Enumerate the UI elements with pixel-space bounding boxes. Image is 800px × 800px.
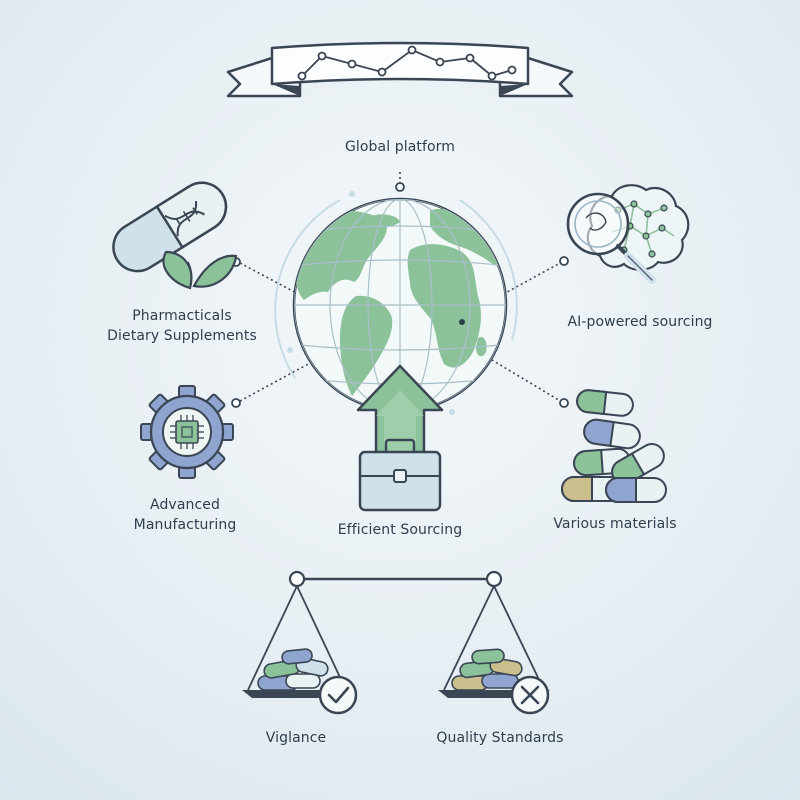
globe-icon (274, 191, 518, 415)
label-pharmaceuticals: Pharmacticals (132, 308, 232, 324)
label-vigilance: Viglance (265, 730, 327, 746)
label-quality-standards: Quality Standards (436, 730, 564, 746)
capsule-stack-icon (561, 389, 667, 503)
label-ai-sourcing: AI-powered sourcing (567, 314, 713, 330)
label-efficient-sourcing: Efficient Sourcing (337, 522, 463, 538)
label-global-platform: Global platform (344, 139, 456, 155)
label-manufacturing: Manufacturing (133, 517, 237, 533)
label-various-materials: Various materials (553, 516, 677, 532)
check-icon (318, 675, 358, 715)
briefcase-arrow-icon (356, 364, 444, 512)
label-dietary-supplements: Dietary Supplements (107, 328, 257, 344)
brain-magnifier-icon (566, 184, 690, 284)
balance-scale-icon (242, 570, 550, 698)
capsule-dna-icon (112, 181, 238, 290)
ribbon-banner-icon (226, 41, 574, 98)
gear-chip-icon (140, 385, 234, 479)
label-advanced: Advanced (150, 497, 220, 513)
cross-icon (510, 675, 550, 715)
